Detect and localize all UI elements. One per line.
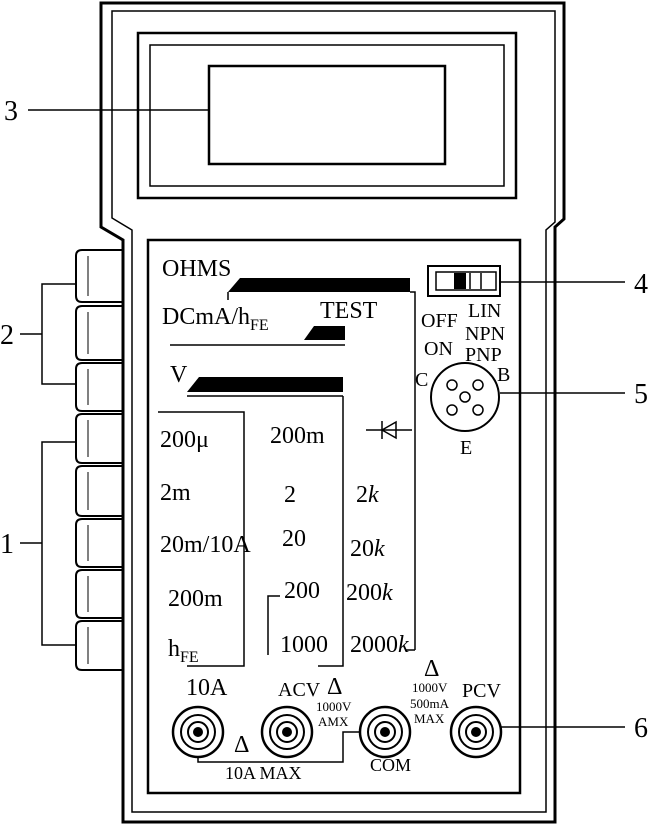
switch-lin-label: LIN [468,300,501,322]
switch-on-label: ON [424,338,453,360]
callout-3: 3 [4,96,18,127]
side-buttons [75,249,123,671]
display-bezel-inner [149,44,505,187]
10a-max-label: 10A MAX [225,763,302,783]
jack-com[interactable] [358,705,412,759]
body-outline [99,1,566,824]
callout-2: 2 [0,320,14,351]
socket-e-label: E [460,437,472,459]
v-value-5: 1000 [280,632,328,658]
jack-acv-label: ACV [278,679,321,701]
transistor-socket [430,362,500,432]
acv-limit-2: AMX [318,714,349,729]
ohms-range-line [410,291,416,650]
pcv-delta: Δ [424,656,439,682]
ohm-value-4: 2000k [350,632,409,658]
ohm-value-1: 2k [356,482,379,508]
diode-icon [366,420,412,440]
v-value-4: 200 [284,578,320,604]
ohms-label: OHMS [162,256,231,282]
pnp-label: PNP [465,344,502,366]
pcv-limit-2: 500mA [410,696,450,711]
dcma-value-4: 200m [168,586,223,612]
display-bezel-outer [136,31,518,200]
v-bracket [318,396,344,667]
dcma-range-bar [304,326,345,340]
ohm-value-3: 200k [346,580,393,606]
bracket-2 [41,283,76,385]
acv-delta: Δ [327,674,342,700]
body-inner-outline [111,10,556,813]
ohm-value-2: 20k [350,536,385,562]
10a-delta: Δ [234,732,249,758]
front-panel [146,238,522,795]
lcd-screen [207,64,447,166]
lin-switch [427,265,501,297]
v-label: V [170,362,188,388]
ohms-range-bar [228,278,410,292]
socket-c-label: C [415,369,428,391]
bracket-1 [41,441,76,646]
10a-max-line [197,731,360,763]
acv-limit-1: 1000V [316,699,352,714]
jack-10a-label: 10A [186,675,228,701]
pcv-limit-3: MAX [414,711,445,726]
v-value-3: 20 [282,526,306,552]
callout-6: 6 [634,713,648,744]
com-label: COM [370,755,411,775]
v-range-bar [187,377,343,392]
dcma-value-2: 2m [160,480,191,506]
dcma-value-3: 20m/10A [160,532,251,558]
acv-bracket [267,595,280,655]
callout-4: 4 [634,269,648,300]
socket-b-label: B [497,364,510,386]
jack-acv[interactable] [260,705,314,759]
test-label: TEST [320,298,378,324]
callout-1: 1 [0,529,14,560]
jack-pcv-label: PCV [462,680,501,702]
switch-off-label: OFF [421,310,458,332]
hfe-label: hFE [168,636,199,666]
jack-10a[interactable] [171,705,225,759]
dcma-label: DCmA/hFE [162,304,269,334]
dcma-bracket [158,411,245,667]
callout-5: 5 [634,379,648,410]
npn-label: NPN [465,323,505,345]
jack-pcv[interactable] [449,705,503,759]
pcv-limit-1: 1000V [412,680,448,695]
dcma-value-1: 200μ [160,427,209,453]
v-value-1: 200m [270,423,325,449]
v-value-2: 2 [284,482,296,508]
